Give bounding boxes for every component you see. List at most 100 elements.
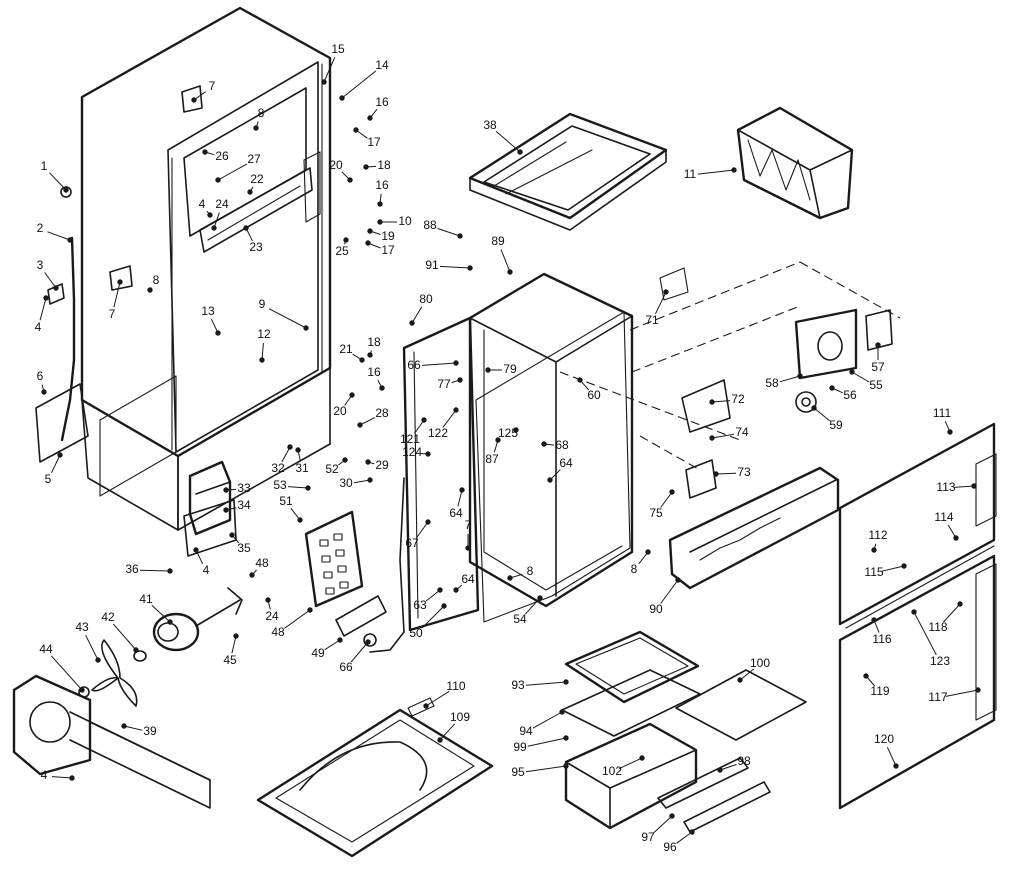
- leader-55: [851, 371, 870, 383]
- callout-7: 7: [465, 518, 472, 532]
- fan-shroud: [12, 674, 211, 809]
- callout-110: 110: [446, 679, 465, 693]
- callout-12: 12: [257, 327, 271, 341]
- leader-end-53: [305, 485, 311, 491]
- leader-end-21: [359, 357, 365, 363]
- leader-end-89: [507, 269, 513, 275]
- callout-16: 16: [367, 365, 381, 379]
- callout-3: 3: [37, 258, 44, 272]
- callout-10: 10: [398, 214, 412, 228]
- leader-3: [44, 272, 57, 289]
- leader-end-80: [409, 320, 415, 326]
- callout-38: 38: [483, 118, 497, 132]
- callout-53: 53: [273, 478, 287, 492]
- leader-end-51: [297, 517, 303, 523]
- callout-91: 91: [425, 258, 439, 272]
- leader-end-110: [423, 703, 429, 709]
- leader-end-13: [215, 330, 221, 336]
- callout-24: 24: [265, 609, 279, 623]
- leader-102: [618, 757, 643, 770]
- leader-end-122: [453, 407, 459, 413]
- leader-end-66: [365, 639, 371, 645]
- callout-109: 109: [450, 710, 470, 724]
- callout-6: 6: [37, 369, 44, 383]
- leader-end-64: [453, 587, 459, 593]
- leader-lines: [39, 57, 981, 844]
- leader-end-35: [229, 532, 235, 538]
- leader-123: [913, 611, 937, 656]
- leader-end-48: [249, 572, 255, 578]
- leader-end-63: [437, 587, 443, 593]
- leader-end-99: [563, 735, 569, 741]
- leader-end-10: [377, 219, 383, 225]
- callout-58: 58: [765, 376, 779, 390]
- callout-111: 111: [933, 406, 952, 420]
- damper-55: [794, 308, 893, 413]
- leader-end-20: [349, 392, 355, 398]
- leader-96: [676, 831, 693, 844]
- callout-55: 55: [869, 378, 883, 392]
- leader-end-14: [339, 95, 345, 101]
- leader-43: [85, 634, 99, 661]
- callout-30: 30: [339, 476, 353, 490]
- callout-98: 98: [737, 754, 751, 768]
- leader-end-4: [193, 547, 199, 553]
- callout-87: 87: [485, 452, 499, 466]
- leader-end-7: [191, 97, 197, 103]
- bracket-49: [335, 477, 405, 653]
- leader-67: [416, 521, 429, 538]
- callout-116: 116: [872, 632, 891, 646]
- leader-end-124: [425, 451, 431, 457]
- leader-99: [527, 737, 567, 747]
- callout-42: 42: [101, 610, 115, 624]
- leader-75: [660, 491, 673, 508]
- leader-88: [437, 228, 461, 237]
- leader-end-114: [953, 535, 959, 541]
- leader-end-52: [342, 457, 348, 463]
- callout-23: 23: [249, 240, 263, 254]
- leader-end-12: [259, 357, 265, 363]
- leader-100: [739, 668, 755, 681]
- callout-89: 89: [491, 234, 505, 248]
- leader-end-64: [547, 477, 553, 483]
- diffuser-90: [668, 466, 840, 590]
- callout-90: 90: [649, 602, 663, 616]
- fan-motor: [78, 587, 243, 707]
- callout-88: 88: [423, 218, 437, 232]
- callout-39: 39: [143, 724, 157, 738]
- callout-125: 125: [498, 426, 518, 440]
- leader-end-55: [849, 369, 855, 375]
- leader-end-79: [485, 367, 491, 373]
- leader-113: [953, 485, 975, 488]
- leader-end-16: [379, 385, 385, 391]
- leader-91: [439, 265, 471, 269]
- leader-36: [139, 569, 171, 572]
- leader-end-67: [425, 519, 431, 525]
- leader-end-17: [353, 127, 359, 133]
- callout-96: 96: [663, 840, 677, 854]
- leader-end-91: [467, 265, 473, 271]
- callout-31: 31: [295, 461, 309, 475]
- callout-52: 52: [325, 462, 339, 476]
- callout-73: 73: [737, 465, 751, 479]
- shelf-109: [256, 697, 494, 858]
- callout-33: 33: [237, 481, 251, 495]
- crisper-drawers: [561, 630, 807, 830]
- leader-end-125: [513, 427, 519, 433]
- callout-93: 93: [511, 678, 525, 692]
- leader-end-72: [709, 399, 715, 405]
- leader-end-11: [731, 167, 737, 173]
- leader-end-26: [202, 149, 208, 155]
- leader-end-8: [147, 287, 153, 293]
- leader-38: [495, 130, 521, 153]
- leader-95: [525, 765, 567, 773]
- callout-48: 48: [255, 556, 269, 570]
- leader-66: [421, 362, 457, 366]
- callout-49: 49: [311, 646, 325, 660]
- leader-58: [779, 375, 801, 383]
- callout-118: 118: [928, 620, 947, 634]
- leader-end-94: [559, 709, 565, 715]
- leader-end-97: [669, 813, 675, 819]
- callout-22: 22: [250, 172, 264, 186]
- callout-121: 121: [400, 432, 420, 446]
